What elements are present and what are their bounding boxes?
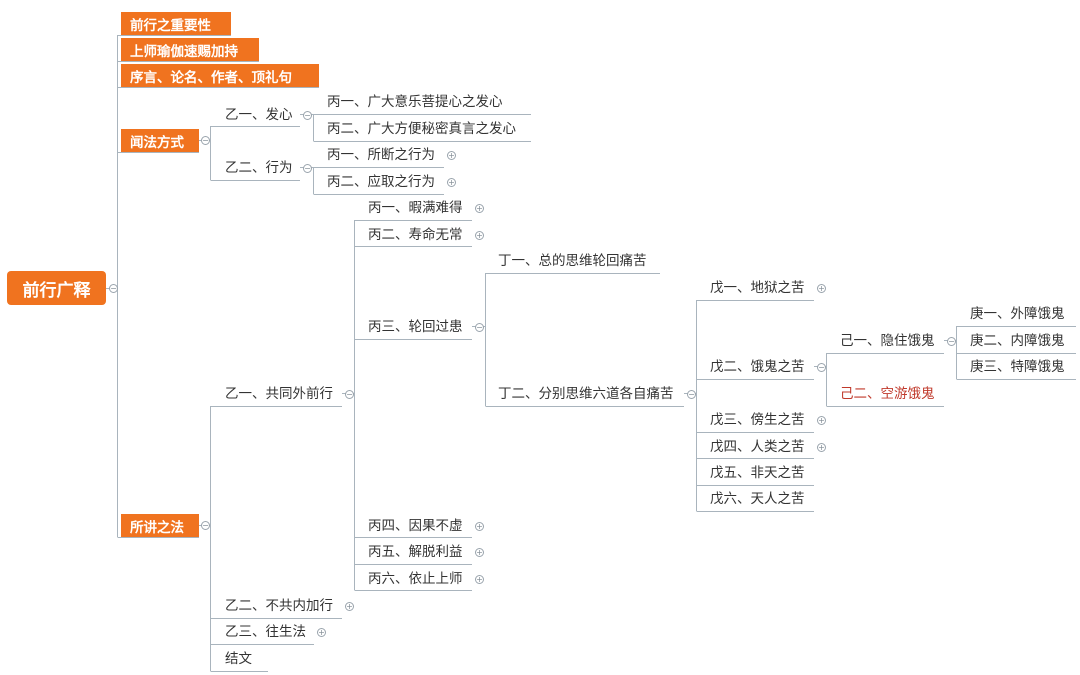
node-karma[interactable]: 丙四、因果不虚 [368, 518, 463, 534]
node-impermanence[interactable]: 丙二、寿命无常 [368, 227, 463, 243]
collapse-toggle-icon[interactable]: − [345, 390, 354, 399]
collapse-toggle-icon[interactable]: − [817, 363, 826, 372]
node-preta-special[interactable]: 庚三、特障饿鬼 [970, 359, 1065, 375]
node-samsara-six-realms[interactable]: 丁二、分别思维六道各自痛苦 [498, 386, 674, 402]
expand-toggle-icon[interactable]: + [475, 575, 484, 584]
expand-toggle-icon[interactable]: + [475, 204, 484, 213]
node-conduct-abandon[interactable]: 丙一、所断之行为 [327, 147, 435, 163]
collapse-toggle-icon[interactable]: − [947, 337, 956, 346]
node-conclusion[interactable]: 结文 [225, 651, 252, 667]
node-human[interactable]: 戊四、人类之苦 [710, 439, 805, 455]
expand-toggle-icon[interactable]: + [317, 628, 326, 637]
expand-toggle-icon[interactable]: + [345, 602, 354, 611]
node-samsara[interactable]: 丙三、轮回过患 [368, 319, 463, 335]
collapse-toggle-icon[interactable]: − [475, 323, 484, 332]
node-teaching[interactable]: 所讲之法 [121, 514, 199, 537]
node-listening-method[interactable]: 闻法方式 [121, 129, 199, 152]
node-preta-wandering[interactable]: 己二、空游饿鬼 [840, 386, 935, 402]
node-uncommon-inner[interactable]: 乙二、不共内加行 [225, 598, 333, 614]
collapse-toggle-icon[interactable]: − [303, 111, 312, 120]
expand-toggle-icon[interactable]: + [447, 178, 456, 187]
root-node[interactable]: 前行广释 [7, 271, 106, 305]
node-preta-inner[interactable]: 庚二、内障饿鬼 [970, 333, 1065, 349]
node-conduct[interactable]: 乙二、行为 [225, 160, 293, 176]
expand-toggle-icon[interactable]: + [447, 151, 456, 160]
collapse-toggle-icon[interactable]: − [201, 136, 210, 145]
node-guru-yoga[interactable]: 上师瑜伽速赐加持 [121, 38, 259, 61]
node-guru-reliance[interactable]: 丙六、依止上师 [368, 571, 463, 587]
node-motivation-vast-bodhicitta[interactable]: 丙一、广大意乐菩提心之发心 [327, 94, 503, 110]
node-leisure[interactable]: 丙一、暇满难得 [368, 200, 463, 216]
node-hell[interactable]: 戊一、地狱之苦 [710, 280, 805, 296]
node-liberation[interactable]: 丙五、解脱利益 [368, 544, 463, 560]
collapse-toggle-icon[interactable]: − [303, 164, 312, 173]
node-demigod[interactable]: 戊五、非天之苦 [710, 465, 805, 481]
collapse-toggle-icon[interactable]: − [109, 284, 118, 293]
expand-toggle-icon[interactable]: + [475, 522, 484, 531]
node-god[interactable]: 戊六、天人之苦 [710, 491, 805, 507]
node-common-outer[interactable]: 乙一、共同外前行 [225, 386, 333, 402]
node-preta-outer[interactable]: 庚一、外障饿鬼 [970, 306, 1065, 322]
node-transference[interactable]: 乙三、往生法 [225, 624, 306, 640]
collapse-toggle-icon[interactable]: − [201, 521, 210, 530]
expand-toggle-icon[interactable]: + [817, 443, 826, 452]
node-preface[interactable]: 序言、论名、作者、顶礼句 [121, 64, 319, 87]
node-importance[interactable]: 前行之重要性 [121, 12, 231, 35]
node-motivation[interactable]: 乙一、发心 [225, 107, 293, 123]
expand-toggle-icon[interactable]: + [817, 284, 826, 293]
collapse-toggle-icon[interactable]: − [687, 390, 696, 399]
node-samsara-general[interactable]: 丁一、总的思维轮回痛苦 [498, 253, 647, 269]
expand-toggle-icon[interactable]: + [817, 416, 826, 425]
node-animal[interactable]: 戊三、傍生之苦 [710, 412, 805, 428]
expand-toggle-icon[interactable]: + [475, 231, 484, 240]
expand-toggle-icon[interactable]: + [475, 548, 484, 557]
node-preta[interactable]: 戊二、饿鬼之苦 [710, 359, 805, 375]
node-conduct-adopt[interactable]: 丙二、应取之行为 [327, 174, 435, 190]
node-preta-dwelling[interactable]: 己一、隐住饿鬼 [840, 333, 935, 349]
node-motivation-secret-mantra[interactable]: 丙二、广大方便秘密真言之发心 [327, 121, 516, 137]
